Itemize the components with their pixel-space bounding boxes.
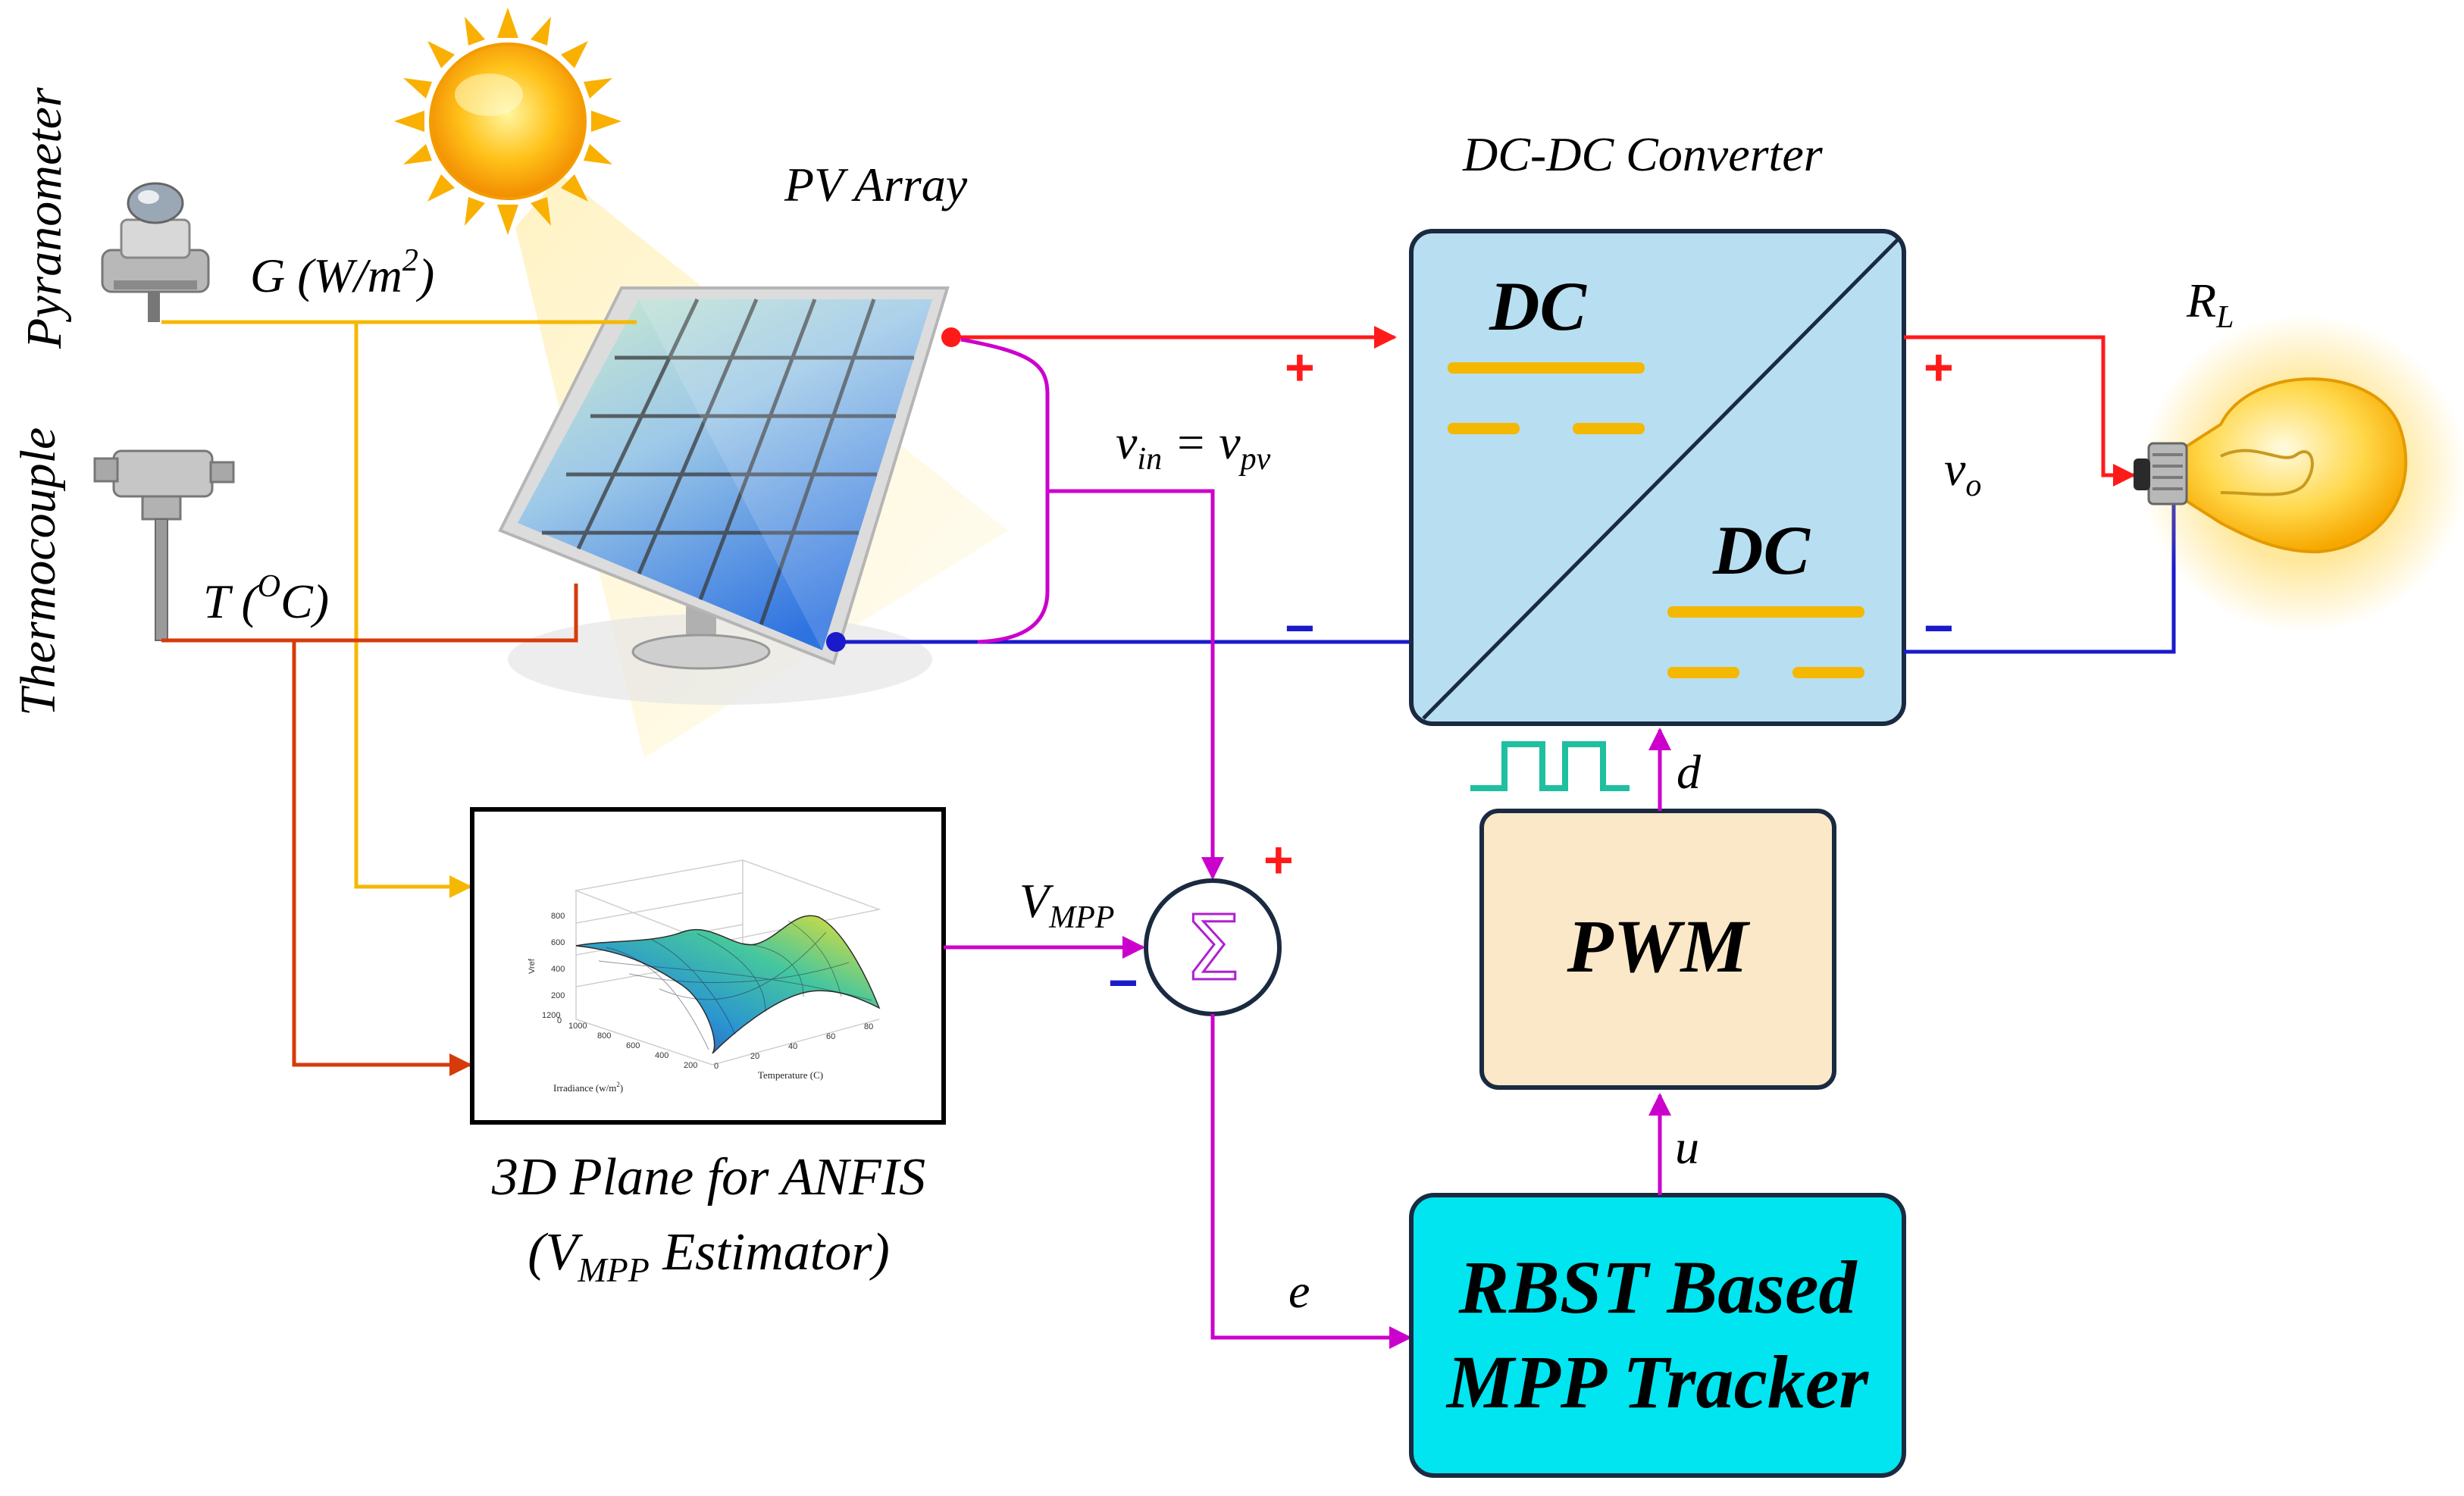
tracker-label-line2: MPP Tracker	[1445, 1340, 1869, 1424]
temperature-label: T (OC)	[203, 569, 329, 628]
converter-out-minus: −	[1924, 599, 1954, 657]
irradiance-signal-line	[161, 320, 637, 898]
anfis-plot-box: 800 600 400 200 0 Vref 1200 1000 800 600…	[470, 807, 946, 1125]
sigma-symbol: Σ	[1185, 896, 1241, 1000]
converter-in-minus: −	[1285, 599, 1315, 657]
rbst-tracker-block: RBST Based MPP Tracker	[1409, 1193, 1906, 1478]
vpv-sense-line	[960, 337, 1224, 880]
load-label: RL	[2186, 274, 2234, 335]
inset-z-tick: 0	[557, 1016, 562, 1025]
inset-z-tick: 800	[551, 912, 565, 921]
inset-irr-tick: 600	[626, 1041, 640, 1050]
irradiance-label: G (W/m2)	[250, 243, 434, 302]
inset-temp-tick: 0	[714, 1062, 719, 1071]
inset-x-label: Irradiance (w/m2)	[553, 1081, 623, 1094]
converter-out-plus: +	[1924, 339, 1954, 396]
pv-array-label: PV Array	[784, 158, 968, 211]
inset-z-label: Vref	[528, 958, 537, 974]
inset-irr-tick: 800	[597, 1031, 611, 1041]
d-label: d	[1677, 745, 1702, 799]
u-label: u	[1675, 1120, 1699, 1174]
inset-temp-tick: 40	[788, 1042, 797, 1051]
anfis-caption-line1: 3D Plane for ANFIS	[491, 1148, 925, 1207]
pyranometer-label: Pyranometer	[17, 87, 72, 349]
inset-irr-tick: 1200	[542, 1011, 560, 1020]
tracker-label-line1: RBST Based	[1457, 1245, 1858, 1329]
inset-temp-tick: 20	[750, 1052, 759, 1061]
temperature-signal-line	[161, 584, 578, 1076]
inset-z-tick: 600	[551, 938, 565, 947]
pwm-block: PWM	[1479, 809, 1836, 1090]
pv-negative-rail	[826, 632, 1411, 652]
e-label: e	[1288, 1264, 1310, 1318]
load-bulb-icon	[2134, 315, 2464, 633]
pv-panel-icon	[498, 286, 950, 705]
vin-vpv-label: vin = vpv	[1116, 415, 1271, 477]
inset-temp-tick: 60	[826, 1032, 835, 1041]
converter-in-plus: +	[1285, 339, 1315, 396]
sum-minus-sign: −	[1108, 954, 1138, 1012]
summing-junction: Σ	[1144, 878, 1282, 1016]
inset-irr-tick: 1000	[568, 1022, 587, 1031]
dc-dc-converter-block: DC DC	[1409, 229, 1906, 726]
inset-irr-tick: 400	[655, 1051, 668, 1060]
anfis-caption-line2: (VMPP Estimator)	[528, 1223, 890, 1289]
output-positive-rail	[1904, 335, 2136, 487]
inset-z-tick: 200	[551, 991, 565, 1000]
sum-plus-sign: +	[1263, 831, 1294, 889]
pv-positive-rail	[941, 326, 1397, 349]
inset-temp-tick: 80	[864, 1022, 873, 1031]
pwm-pulse-icon	[1470, 741, 1630, 791]
error-signal-line	[1210, 1014, 1412, 1349]
thermocouple-icon	[93, 449, 235, 641]
inset-y-label: Temperature (C)	[758, 1069, 823, 1081]
converter-title: DC-DC Converter	[1462, 127, 1824, 181]
vmpp-label: VMPP	[1019, 874, 1114, 935]
dc-output-label: DC	[1712, 512, 1811, 589]
pwm-label: PWM	[1567, 904, 1751, 988]
inset-irr-tick: 200	[684, 1061, 697, 1070]
pyranometer-icon	[101, 182, 210, 322]
vo-label: vo	[1944, 442, 1981, 503]
dc-input-label: DC	[1489, 268, 1587, 345]
inset-z-tick: 400	[551, 965, 565, 974]
thermocouple-label: Thermocouple	[11, 427, 66, 716]
